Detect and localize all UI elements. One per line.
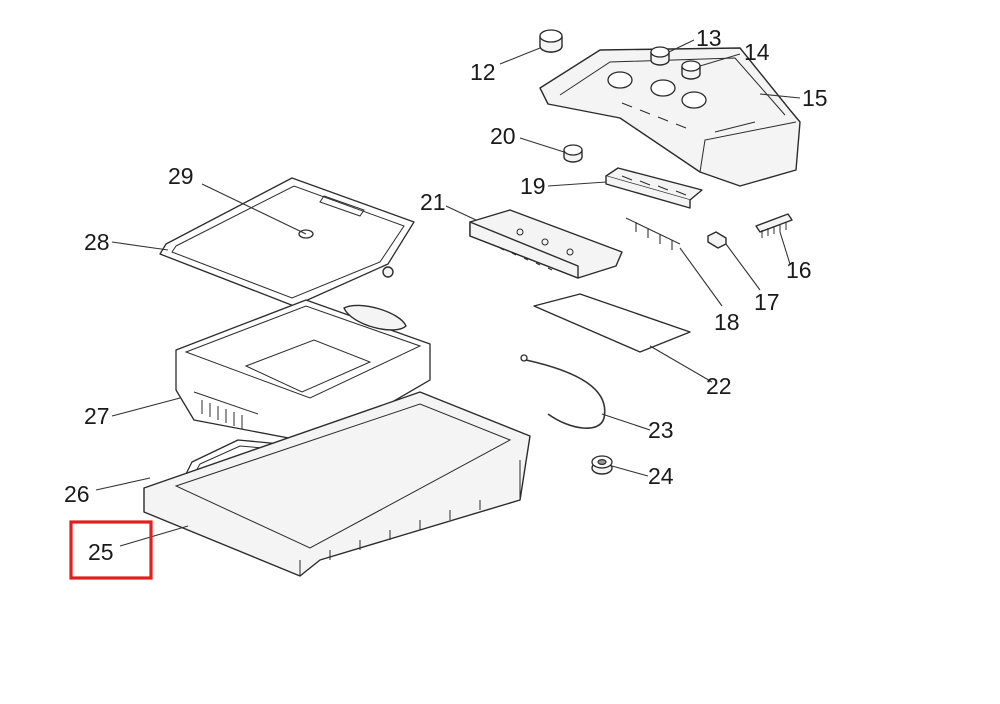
leader-23	[601, 413, 651, 431]
callout-25: 25	[88, 539, 114, 565]
leader-25	[119, 525, 189, 547]
leader-16	[779, 231, 791, 265]
leader-12	[499, 47, 541, 65]
base-frame-part-25	[143, 391, 531, 577]
callout-21: 21	[420, 189, 446, 215]
leader-18	[679, 247, 723, 307]
callout-14: 14	[744, 39, 770, 65]
leader-22	[649, 345, 713, 383]
highlighted-callout-25: 25	[69, 520, 153, 580]
callout-13: 13	[696, 25, 722, 51]
leader-27	[111, 397, 181, 417]
callout-23: 23	[648, 417, 674, 443]
filter-lid-part-29	[159, 177, 415, 307]
leader-17	[725, 243, 761, 291]
callout-24: 24	[648, 463, 674, 489]
callout-19: 19	[520, 173, 546, 199]
callout-17: 17	[754, 289, 780, 315]
callout-22: 22	[706, 373, 732, 399]
leader-29	[201, 183, 307, 235]
callout-16: 16	[786, 257, 812, 283]
callout-29: 29	[168, 163, 194, 189]
knob-part-14	[681, 60, 701, 80]
leader-13	[668, 39, 695, 53]
wire-rail-part-18	[625, 217, 681, 250]
callout-27: 27	[84, 403, 110, 429]
grommet-part-24	[591, 455, 613, 475]
leader-14	[699, 53, 741, 67]
clip-part-17	[707, 231, 727, 249]
highlight-box	[69, 520, 153, 580]
leader-26	[95, 477, 151, 491]
circuit-board-part-22	[533, 293, 691, 353]
callout-20: 20	[490, 123, 516, 149]
callout-15: 15	[802, 85, 828, 111]
connector-part-16	[755, 213, 793, 238]
leader-28	[111, 241, 169, 251]
leader-lines	[95, 39, 801, 547]
upper-tub-part-27	[175, 299, 431, 445]
cable-part-23	[520, 354, 606, 429]
leader-15	[759, 93, 801, 99]
callout-12: 12	[470, 59, 496, 85]
callout-28: 28	[84, 229, 110, 255]
leader-21	[445, 205, 477, 221]
knob-part-13	[650, 46, 670, 66]
leader-19	[547, 181, 607, 187]
knob-part-12	[539, 29, 563, 53]
control-panel-cover-part	[539, 47, 801, 187]
callout-18: 18	[714, 309, 740, 335]
leader-20	[519, 137, 565, 153]
leader-24	[611, 465, 649, 477]
button-strip-part-19	[605, 167, 703, 209]
pcb-housing-part-21	[469, 209, 623, 279]
button-part-20	[563, 144, 583, 163]
callout-26: 26	[64, 481, 90, 507]
